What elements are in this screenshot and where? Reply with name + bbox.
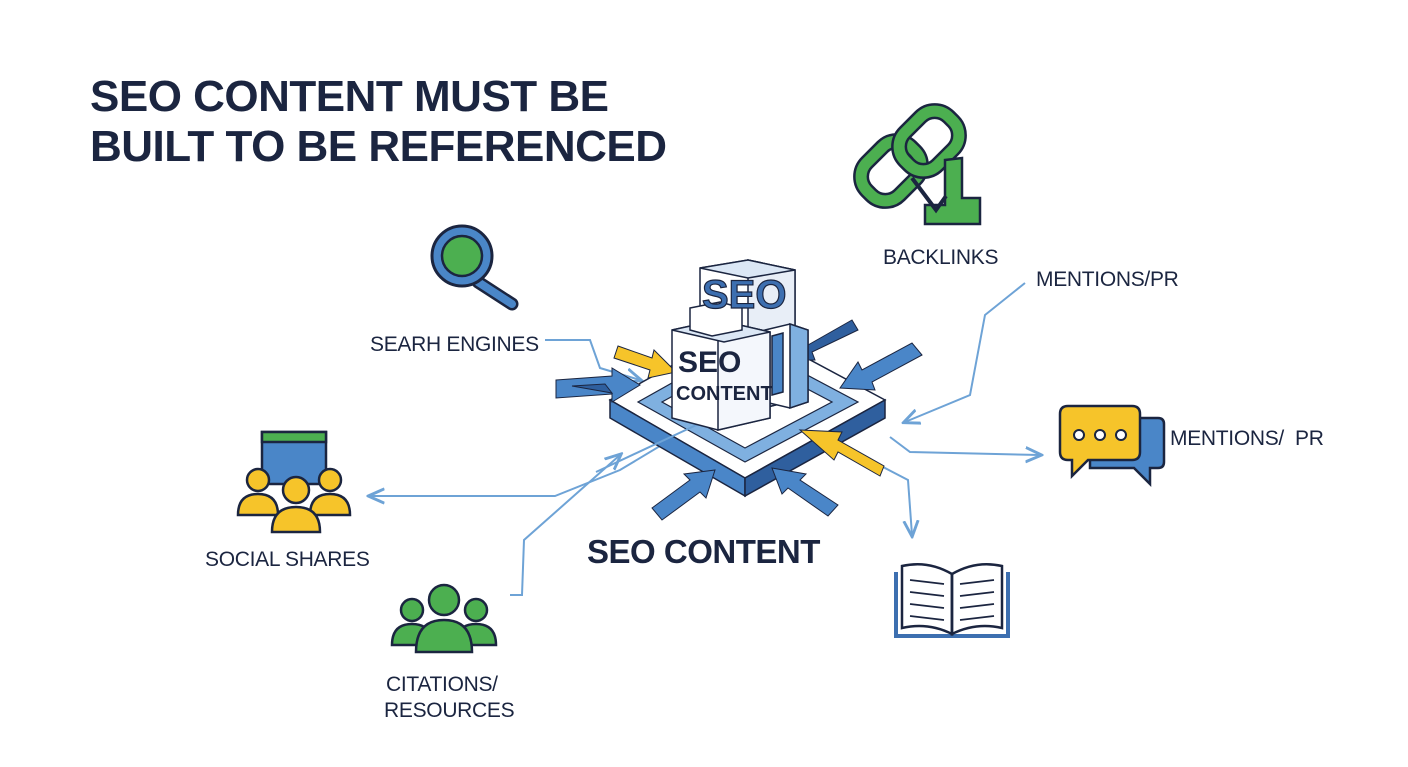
group-icon [390,583,498,654]
arrow-lower-left [651,469,716,521]
arrow-lower-right [771,467,839,517]
label-search-engines: SEARH ENGINES [370,333,539,356]
hub-tower [671,259,809,431]
title-line-1: SEO CONTENT MUST BE [90,72,609,121]
speech-bubble-icon [1058,404,1166,488]
open-book-icon [894,563,1010,638]
arrow-yellow-right [798,429,885,477]
connector-mentions-top [905,282,1026,422]
chain-link-icon [853,103,982,226]
hub-top-block-text: SEO [702,273,786,317]
arrow-upper-right [839,342,923,391]
magnifier-icon [430,224,519,311]
label-citations-line-1: CITATIONS/ [386,673,498,696]
arrow-line-lower [595,419,708,473]
hub-front-block-text-1: SEO [678,346,741,379]
label-backlinks: BACKLINKS [883,246,999,269]
label-mentions-right: MENTIONS/ PR [1170,427,1324,450]
page-title: SEO CONTENT MUST BE BUILT TO BE REFERENC… [90,72,667,172]
connector-citations [510,455,620,596]
hub-front-block-text-2: CONTENT [676,383,773,405]
arrow-left-lower [571,383,614,394]
people-screen-icon [236,430,352,534]
label-citations-line-2: RESOURCES [384,699,515,722]
title-line-2: BUILT TO BE REFERENCED [90,122,667,171]
label-social-shares: SOCIAL SHARES [205,548,370,571]
connector-mentions-right [889,436,1040,455]
arrow-yellow-left [613,345,678,379]
hub-label: SEO CONTENT [587,533,820,570]
label-mentions-top: MENTIONS/PR [1036,268,1179,291]
hub-tower-text: SEO SEO CONTENT [676,272,787,405]
